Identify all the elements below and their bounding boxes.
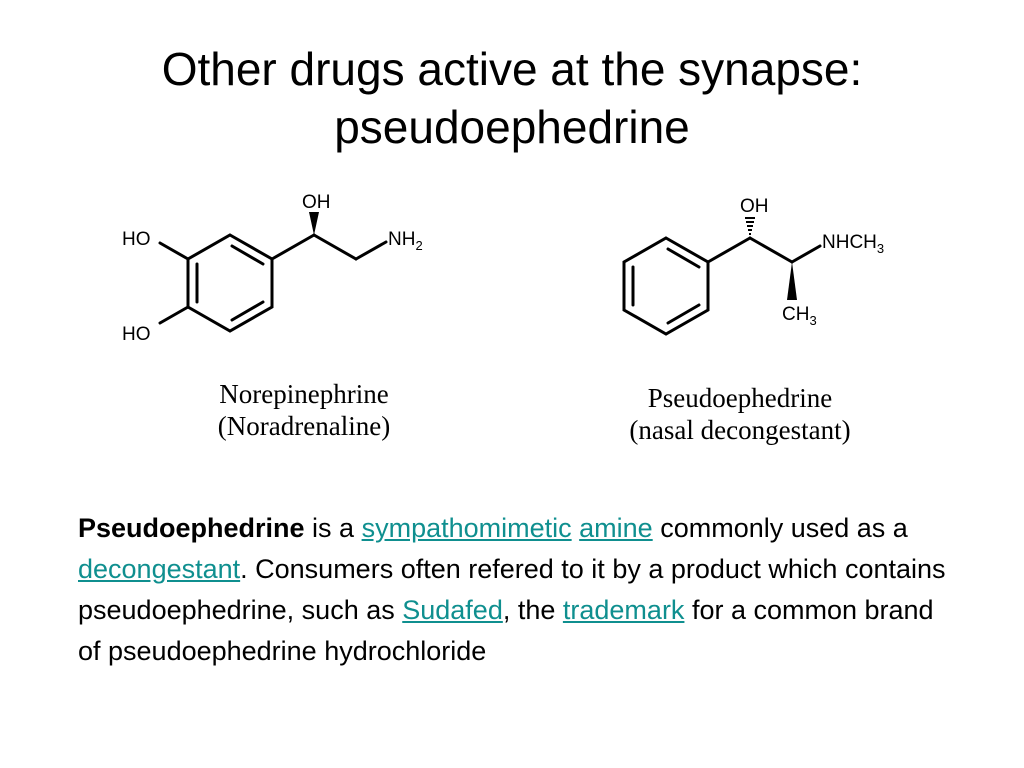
norepinephrine-alt-name: (Noradrenaline) xyxy=(217,411,391,441)
pseudoephedrine-bond-chain xyxy=(706,236,752,264)
pseudoephedrine-wedge-bond xyxy=(787,262,797,300)
slide-title-line2: pseudoephedrine xyxy=(334,101,690,153)
pseudoephedrine-caption: Pseudoephedrine (nasal decongestant) xyxy=(580,382,900,446)
norepinephrine-label-ho-top: HO xyxy=(122,229,151,250)
link-decongestant[interactable]: decongestant xyxy=(78,554,241,584)
pseudoephedrine-description: (nasal decongestant) xyxy=(629,415,851,445)
norepinephrine-bond-ho-top xyxy=(158,241,190,261)
pseudoephedrine-hashed-bond xyxy=(745,217,755,235)
slide-title: Other drugs active at the synapse: pseud… xyxy=(0,40,1024,156)
norepinephrine-name: Norepinephrine xyxy=(219,379,389,409)
pseudoephedrine-structure: OH NHCH3 CH3 xyxy=(622,196,884,336)
norepinephrine-wedge-bond xyxy=(309,212,319,235)
paragraph-text: commonly used as a xyxy=(652,513,908,543)
norepinephrine-double-bond xyxy=(230,300,265,322)
pseudoephedrine-label-oh: OH xyxy=(740,196,769,217)
link-trademark[interactable]: trademark xyxy=(562,595,685,625)
pseudoephedrine-ring xyxy=(622,236,710,336)
paragraph-text: . Consumers often refered to it by a pro… xyxy=(78,554,946,625)
link-sudafed[interactable]: Sudafed xyxy=(402,595,503,625)
norepinephrine-bond-chain xyxy=(312,233,358,261)
norepinephrine-double-bond xyxy=(230,244,265,266)
norepinephrine-label-nh2: NH2 xyxy=(388,229,423,253)
paragraph-text: is a xyxy=(304,513,362,543)
bold-term: Pseudoephedrine xyxy=(78,513,305,543)
pseudoephedrine-label-nhch3: NHCH3 xyxy=(822,232,884,256)
pseudoephedrine-name: Pseudoephedrine xyxy=(647,383,833,413)
link-amine[interactable]: amine xyxy=(579,513,653,543)
pseudoephedrine-bond-chain xyxy=(748,236,794,264)
pseudoephedrine-bond-nhch3 xyxy=(790,244,822,264)
norepinephrine-label-ho-bottom: HO xyxy=(122,324,151,345)
norepinephrine-structure: OH HO HO NH2 xyxy=(122,192,423,345)
paragraph-text: for a common brand of pseudoephedrine hy… xyxy=(78,595,934,666)
norepinephrine-bond-nh2 xyxy=(354,240,388,261)
pseudoephedrine-double-bond xyxy=(666,303,701,325)
norepinephrine-bond-ho-bottom xyxy=(158,305,190,325)
norepinephrine-bond-chain xyxy=(270,233,316,261)
pseudoephedrine-double-bond xyxy=(666,247,701,269)
pseudoephedrine-label-ch3: CH3 xyxy=(782,304,817,328)
link-sympathomimetic[interactable]: sympathomimetic xyxy=(361,513,572,543)
slide-title-line1: Other drugs active at the synapse: xyxy=(161,43,863,95)
description-paragraph: Pseudoephedrine is a sympathomimetic ami… xyxy=(78,508,958,672)
norepinephrine-caption: Norepinephrine (Noradrenaline) xyxy=(164,378,444,442)
norepinephrine-ring xyxy=(186,233,274,333)
norepinephrine-label-oh: OH xyxy=(302,192,331,213)
paragraph-text: , the xyxy=(502,595,563,625)
